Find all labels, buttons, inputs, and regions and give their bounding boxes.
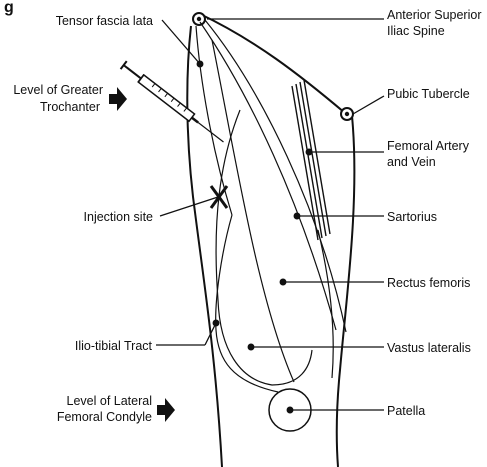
asis-marker [193, 13, 205, 25]
label-lateral-condyle-1: Level of Lateral [67, 394, 152, 408]
greater-trochanter-arrow-icon [109, 87, 127, 111]
label-greater-trochanter-1: Level of Greater [13, 83, 103, 97]
thigh-outline [187, 14, 354, 467]
label-rectus-femoris: Rectus femoris [387, 276, 470, 290]
upper-thigh-edge [200, 14, 345, 113]
adductor-edge [318, 230, 333, 378]
injection-site-x-mark [211, 186, 227, 208]
label-asis-2: Iliac Spine [387, 24, 445, 38]
syringe-icon [121, 61, 227, 146]
lateral-condyle-arrow-icon [157, 398, 175, 422]
vastus-lateralis-outline [216, 110, 312, 385]
label-sartorius: Sartorius [387, 210, 437, 224]
label-vastus-lateralis: Vastus lateralis [387, 341, 471, 355]
medial-thigh-edge [337, 116, 355, 467]
leader-tensor-fascia-lata [162, 20, 200, 64]
label-tensor-fascia-lata: Tensor fascia lata [56, 14, 153, 28]
label-injection-site: Injection site [84, 210, 154, 224]
leader-pubic-tubercle [353, 96, 384, 114]
pubic-tubercle-marker [341, 108, 353, 120]
label-greater-trochanter-2: Trochanter [40, 100, 100, 114]
label-pubic-tubercle: Pubic Tubercle [387, 87, 470, 101]
label-asis-1: Anterior Superior [387, 8, 482, 22]
label-femoral-1: Femoral Artery [387, 139, 470, 153]
lateral-thigh-edge [187, 26, 222, 467]
iliotibial-tract-inner [216, 215, 278, 392]
leader-injection-site [160, 197, 218, 216]
label-patella: Patella [387, 404, 425, 418]
label-iliotibial-tract: Ilio-tibial Tract [75, 339, 153, 353]
label-lateral-condyle-2: Femoral Condyle [57, 410, 152, 424]
corner-mark: g [4, 0, 14, 16]
label-femoral-2: and Vein [387, 155, 436, 169]
